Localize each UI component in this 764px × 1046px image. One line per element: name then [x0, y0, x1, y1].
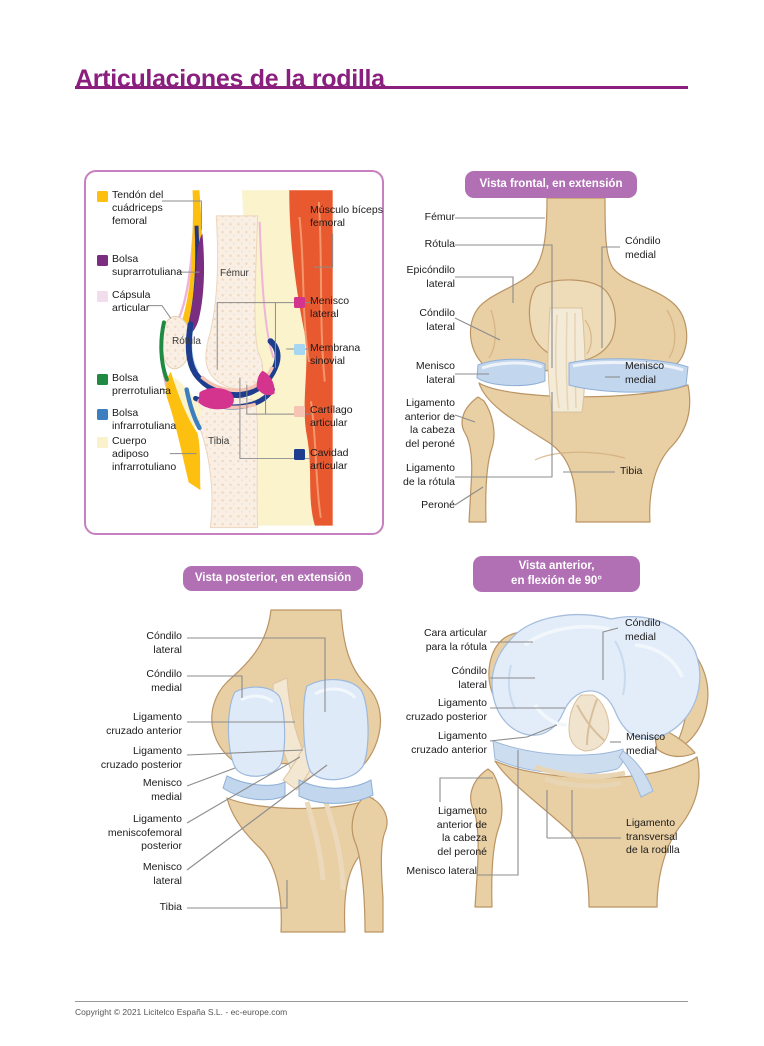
posterior-knee-illustration — [186, 609, 388, 933]
sagittal-tibia-label: Tibia — [208, 436, 230, 447]
frontal-label-condilo-lateral: Cóndilo lateral — [419, 307, 455, 333]
legend-label-bolsa-suprarrotuliana: Bolsa suprarrotuliana — [112, 253, 183, 278]
posterior-view-panel: Vista posterior, en extensión Cóndilo la… — [75, 550, 420, 950]
anterior-label-condilo-lateral: Cóndilo lateral — [451, 665, 487, 691]
legend-label-membrana-sinovial: Membrana sinovial — [310, 342, 361, 367]
legend-swatch-musculo-biceps — [294, 206, 305, 217]
legend-label-musculo-biceps: Músculo bíceps femoral — [310, 204, 383, 229]
posterior-label-condilo-medial: Cóndilo medial — [146, 668, 182, 694]
legend-swatch-capsula-articular — [97, 291, 108, 302]
frontal-leader-lines — [454, 217, 620, 506]
anterior-leader-lines — [439, 627, 621, 876]
sagittal-femur-label: Fémur — [220, 268, 249, 279]
posterior-leader-lines — [186, 637, 328, 909]
frontal-label-femur: Fémur — [424, 211, 455, 223]
anterior-label-lig-cruzado-anterior: Ligamento cruzado anterior — [411, 730, 487, 756]
frontal-label-menisco-medial: Menisco medial — [625, 360, 665, 386]
posterior-label-tibia: Tibia — [159, 901, 182, 913]
frontal-label-menisco-lateral: Menisco lateral — [415, 360, 455, 386]
posterior-label-menisco-lateral: Menisco lateral — [142, 861, 182, 887]
legend-label-bolsa-prerrotuliana: Bolsa prerrotuliana — [112, 372, 171, 397]
sagittal-knee-illustration — [148, 190, 334, 529]
anterior-flexion-view-panel: Vista anterior, en flexión de 90° Cara a… — [385, 545, 760, 945]
posterior-label-lig-meniscofemoral: Ligamento meniscofemoral posterior — [107, 813, 182, 852]
legend-swatch-membrana-sinovial — [294, 344, 305, 355]
posterior-label-condilo-lateral: Cóndilo lateral — [146, 630, 182, 656]
legend-label-cartilago-articular: Cartílago articular — [310, 404, 353, 429]
frontal-label-lig-ant-cabeza-perone: Ligamento anterior de la cabeza del pero… — [404, 397, 455, 450]
legend-label-bolsa-infrarrotuliana: Bolsa infrarrotuliana — [112, 407, 177, 432]
frontal-label-lig-rotula: Ligamento de la rótula — [403, 462, 455, 488]
frontal-view-panel: Vista frontal, en extensión Fémur Rótula… — [385, 160, 760, 535]
sagittal-rotula-label: Rótula — [172, 336, 201, 347]
posterior-view-badge: Vista posterior, en extensión — [183, 566, 363, 591]
anterior-label-cara-articular: Cara articular para la rótula — [423, 627, 487, 653]
posterior-label-lig-cruzado-posterior: Ligamento cruzado posterior — [100, 745, 182, 771]
frontal-knee-illustration — [454, 197, 691, 523]
frontal-label-epicondilo-lateral: Epicóndilo lateral — [406, 264, 455, 290]
legend-swatch-tendon-cuadriceps — [97, 191, 108, 202]
anterior-label-lig-cruzado-posterior: Ligamento cruzado posterior — [405, 697, 487, 723]
legend-label-capsula-articular: Cápsula articular — [112, 289, 151, 314]
frontal-label-tibia: Tibia — [620, 465, 643, 477]
legend-label-menisco-lateral: Menisco lateral — [310, 295, 350, 320]
anterior-label-menisco-medial: Menisco medial — [626, 731, 666, 757]
anterior-label-condilo-medial: Cóndilo medial — [625, 617, 661, 643]
anterior-flexion-knee-illustration — [439, 614, 709, 908]
anterior-label-lig-transversal: Ligamento transversal de la rodilla — [626, 817, 680, 856]
legend-swatch-cavidad-articular — [294, 449, 305, 460]
legend-swatch-bolsa-infrarrotuliana — [97, 409, 108, 420]
frontal-label-perone: Peroné — [421, 499, 455, 511]
frontal-label-condilo-medial: Cóndilo medial — [625, 235, 661, 261]
legend-swatch-cartilago-articular — [294, 406, 305, 417]
sagittal-legend-panel: Tendón del cuádriceps femoral Bolsa supr… — [84, 170, 384, 535]
posterior-label-lig-cruzado-anterior: Ligamento cruzado anterior — [106, 711, 182, 737]
title-underline — [75, 86, 688, 89]
anterior-label-lig-ant-cabeza-perone: Ligamento anterior de la cabeza del pero… — [436, 805, 487, 858]
legend-swatch-bolsa-prerrotuliana — [97, 374, 108, 385]
legend-label-cavidad-articular: Cavidad articular — [310, 447, 349, 472]
legend-swatch-cuerpo-adiposo — [97, 437, 108, 448]
legend-label-cuerpo-adiposo: Cuerpo adiposo infrarrotuliano — [112, 435, 177, 473]
posterior-badge-text: Vista posterior, en extensión — [194, 572, 352, 584]
frontal-view-badge: Vista frontal, en extensión — [465, 171, 637, 198]
anterior-badge-line2: en flexión de 90° — [511, 575, 602, 587]
frontal-label-rotula: Rótula — [424, 238, 455, 250]
legend-swatch-bolsa-suprarrotuliana — [97, 255, 108, 266]
legend-swatch-menisco-lateral — [294, 297, 305, 308]
footer-copyright: Copyright © 2021 Licitelco España S.L. -… — [75, 1007, 288, 1017]
legend-label-tendon-cuadriceps: Tendón del cuádriceps femoral — [112, 189, 164, 227]
posterior-label-menisco-medial: Menisco medial — [142, 777, 182, 803]
anterior-badge-line1: Vista anterior, — [518, 560, 595, 572]
anterior-view-badge: Vista anterior, en flexión de 90° — [473, 556, 640, 592]
frontal-badge-text: Vista frontal, en extensión — [479, 178, 623, 190]
anterior-label-menisco-lateral: Menisco lateral — [406, 865, 477, 877]
footer-divider — [75, 1001, 688, 1002]
page-title: Articulaciones de la rodilla — [75, 64, 385, 93]
